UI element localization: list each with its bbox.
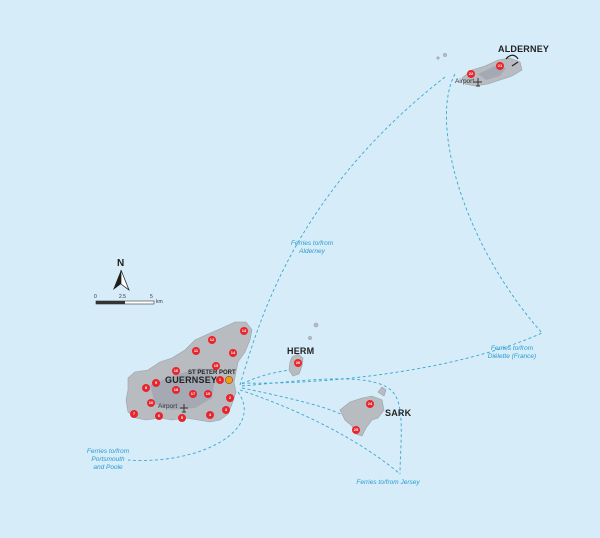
compass-north-label: N xyxy=(117,258,125,269)
map-marker: 5 xyxy=(178,414,186,422)
map-marker: 25 xyxy=(352,426,360,434)
ferry-dielette-line1: Ferries to/from xyxy=(490,345,534,352)
map-marker: 10 xyxy=(147,399,155,407)
compass-icon xyxy=(113,269,130,292)
islet xyxy=(436,56,440,60)
islet xyxy=(308,336,312,340)
scale-tick-0: 0 xyxy=(94,294,97,300)
map-marker: 7 xyxy=(130,410,138,418)
map-marker: 6 xyxy=(155,412,163,420)
map-marker: 19 xyxy=(204,390,212,398)
airplane-icon-alderney xyxy=(474,78,482,87)
islet xyxy=(313,322,319,328)
ferry-alderney-line2: Alderney xyxy=(299,248,325,255)
ferry-portsmouth-line3: and Poole xyxy=(93,464,123,471)
map-marker: 24 xyxy=(366,400,374,408)
sark-islet xyxy=(377,386,387,397)
airplane-icon-guernsey xyxy=(180,404,188,413)
ferry-jersey-label: Ferries to/from Jersey xyxy=(356,479,420,486)
map-marker: 17 xyxy=(189,390,197,398)
route-herm xyxy=(241,369,291,385)
scale-tick-2-5: 2.5 xyxy=(119,294,126,300)
map-marker: 11 xyxy=(192,347,200,355)
ferry-alderney-label: Ferries to/from Alderney xyxy=(282,240,342,256)
islet xyxy=(443,53,447,57)
map-marker: 3 xyxy=(222,406,230,414)
sark-island xyxy=(339,395,385,437)
route-alderney-dielette xyxy=(445,73,543,334)
route-sark xyxy=(241,387,351,421)
guernsey-airport-label: Airport xyxy=(158,403,178,410)
map-marker: 22 xyxy=(467,70,475,78)
ferry-dielette-label: Ferries to/from Diélette (France) xyxy=(472,345,552,361)
map-marker: 2 xyxy=(226,394,234,402)
map-marker: 20 xyxy=(294,359,302,367)
ferry-portsmouth-label: Ferries to/from Portsmouth and Poole xyxy=(78,448,138,472)
map-marker: 21 xyxy=(496,62,504,70)
map-marker: 14 xyxy=(229,349,237,357)
herm-label: HERM xyxy=(287,346,315,356)
ship-icon xyxy=(505,54,519,60)
st-peter-port-marker xyxy=(225,376,233,384)
st-peter-port-label: ST PETER PORT xyxy=(188,370,236,376)
map-marker: 13 xyxy=(240,327,248,335)
ferry-portsmouth-line1: Ferries to/from xyxy=(86,448,130,455)
alderney-airport-label: Airport xyxy=(455,78,475,85)
map-marker: 15 xyxy=(212,362,220,370)
map-marker: 12 xyxy=(208,336,216,344)
map-marker: 1 xyxy=(216,376,224,384)
scale-bar xyxy=(95,300,155,305)
ferry-portsmouth-line2: Portsmouth xyxy=(91,456,125,463)
route-alderney xyxy=(239,76,446,386)
guernsey-label: GUERNSEY xyxy=(165,375,218,385)
scale-tick-5: 5 xyxy=(150,294,153,300)
map-marker: 16 xyxy=(172,367,180,375)
map-marker: 18 xyxy=(172,386,180,394)
ship-icon xyxy=(511,61,519,67)
map-marker: 8 xyxy=(142,384,150,392)
map-marker: 4 xyxy=(206,411,214,419)
ferry-dielette-line2: Diélette (France) xyxy=(487,353,537,360)
alderney-label: ALDERNEY xyxy=(498,44,550,54)
scale-unit: km xyxy=(156,299,163,305)
guernsey-interior xyxy=(150,368,215,410)
map-marker: 9 xyxy=(152,379,160,387)
route-jersey xyxy=(239,389,401,475)
sark-label: SARK xyxy=(385,408,412,418)
route-portsmouth xyxy=(127,391,245,461)
route-sark2 xyxy=(241,378,402,475)
ferry-alderney-line1: Ferries to/from xyxy=(290,240,334,247)
